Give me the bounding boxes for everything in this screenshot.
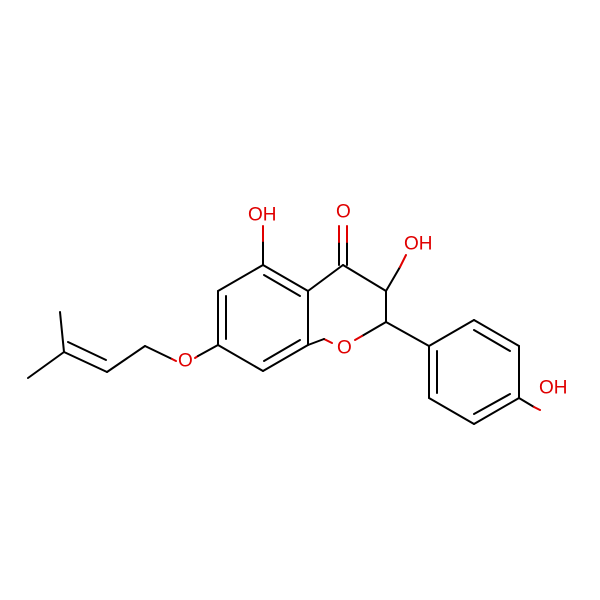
oh-phenol-bond	[518, 397, 541, 411]
ring-c-bonds	[307, 264, 387, 346]
oh-phenol-label: OH	[539, 378, 568, 399]
ring-b-bonds	[385, 319, 520, 425]
ether-o-label: O	[178, 351, 193, 372]
ring-o-label: O	[337, 338, 352, 359]
prenyl-chain	[27, 311, 177, 379]
ring-a-bonds	[194, 264, 309, 372]
oh-3-bond	[385, 254, 407, 292]
carbonyl-o-label: O	[336, 202, 351, 223]
carbonyl-bond	[338, 225, 348, 266]
oh-top-left-label: OH	[248, 205, 277, 226]
oh-top-right-label: OH	[404, 234, 433, 255]
